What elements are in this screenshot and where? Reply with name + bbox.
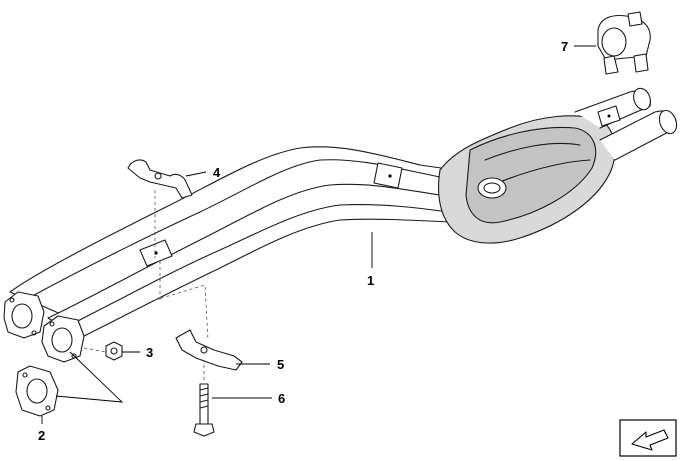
pipe-tag-dot: [388, 174, 392, 178]
guide-line-nut: [83, 347, 107, 353]
hex-nut: [105, 341, 123, 361]
callout-3: 3: [146, 345, 153, 360]
converter-port: [477, 177, 507, 199]
flange-gasket: [15, 365, 59, 417]
nut-bore: [110, 347, 118, 355]
flange-bolt-hole: [9, 297, 15, 303]
callout-2: 2: [38, 428, 45, 443]
gasket-hole: [22, 372, 28, 378]
leader-lines: [41, 45, 596, 424]
flange-bolt-hole-3: [49, 321, 55, 327]
pipe-bracket-lower: [175, 329, 243, 371]
nut-outline: [105, 341, 123, 361]
assembly-guide-lines: [83, 190, 209, 380]
callout-7: 7: [561, 39, 568, 54]
arrow-box-arrow: [631, 429, 669, 451]
gasket-convergence-lines: [55, 351, 124, 403]
bracket-upper-hole: [154, 172, 162, 180]
front-flange-right-bore: [51, 327, 73, 353]
bolt-head: [193, 423, 215, 437]
converter-rib-1: [465, 126, 597, 224]
upper-pipe-edge: [24, 159, 441, 301]
clamp-bolt-lug-right: [633, 53, 649, 73]
exhaust-pipe-assembly: [3, 87, 678, 363]
leader-4: [185, 171, 207, 177]
gasket-bore: [26, 378, 48, 404]
callout-4: 4: [213, 165, 221, 180]
bracket-lower-outline: [175, 329, 243, 371]
callout-5: 5: [277, 357, 284, 372]
arrow-box-icon: [619, 419, 677, 457]
callout-1: 1: [367, 273, 374, 288]
rear-pipe-tag-dot: [607, 114, 611, 118]
callout-labels: 1 2 3 4 5 6 7: [38, 39, 568, 443]
clamp-bore: [601, 27, 627, 57]
front-flange-left-bore: [11, 303, 33, 329]
bracket-lower-hole: [200, 346, 208, 354]
flange-bolt-hole-4: [71, 353, 77, 359]
lower-pipe-edge: [59, 204, 449, 331]
pipe-clamp: [597, 11, 651, 75]
gasket-hole-2: [45, 405, 51, 411]
pipe-bracket-upper: [127, 159, 193, 199]
rear-pipe-upper-end: [633, 87, 651, 111]
clamp-bolt-lug-top: [627, 11, 643, 27]
bracket-upper-outline: [127, 159, 193, 199]
converter-port-inner: [483, 182, 501, 194]
pipe-tag-upper: [373, 162, 403, 189]
clamp-bolt-lug-left: [603, 55, 619, 75]
callout-6: 6: [278, 391, 285, 406]
converter-rib-2: [484, 142, 581, 161]
bolt-thread: [199, 387, 209, 409]
flange-bolt-hole-2: [31, 330, 37, 336]
rear-pipe-lower-end: [658, 109, 678, 135]
hex-bolt: [193, 383, 215, 437]
